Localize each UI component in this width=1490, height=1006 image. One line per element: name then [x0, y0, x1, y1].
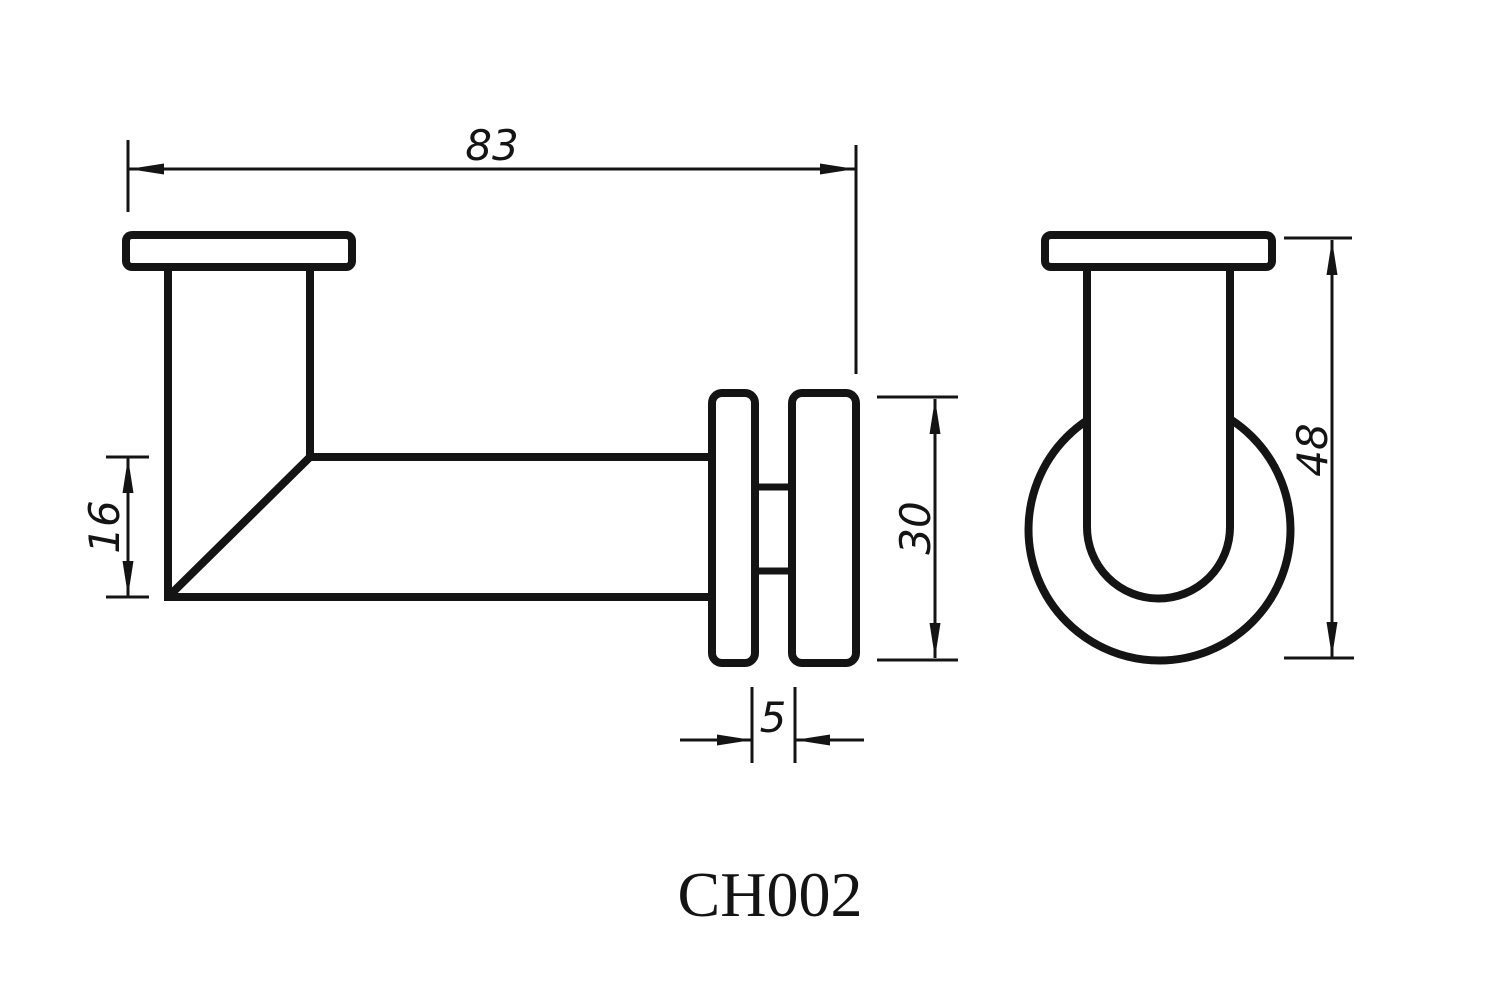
dim-glass-gap-value: 5 — [760, 693, 787, 742]
front-view — [1024, 231, 1295, 665]
arrowhead-up — [929, 399, 941, 434]
arrowhead-down — [1326, 622, 1338, 657]
front-view-arm-tube — [1083, 267, 1234, 603]
side-view-wall-flange — [122, 231, 356, 271]
front-view-wall-flange — [1041, 231, 1276, 271]
arrowhead-left — [129, 163, 164, 175]
part-number-label: CH002 — [678, 859, 863, 930]
side-view-arm-top-contour — [306, 267, 716, 461]
arrowhead-right — [717, 734, 752, 746]
arrowhead-right — [820, 163, 855, 175]
side-view-arm-diagonal-edge — [165, 454, 313, 600]
arrowhead-down — [122, 561, 134, 596]
dim-arm-drop: 16 — [80, 455, 149, 599]
arrowhead-up — [122, 458, 134, 493]
side-view — [122, 231, 860, 667]
arrowhead-up — [1326, 240, 1338, 275]
dim-clamp-height: 30 — [877, 395, 958, 662]
dim-overall-length: 83 — [126, 121, 858, 374]
side-view-arm-bottom-contour — [164, 267, 716, 601]
clamp-inner-plate — [708, 389, 759, 667]
arrowhead-down — [929, 623, 941, 658]
clamp-outer-plate — [788, 389, 860, 667]
dim-overall-height-value: 48 — [1288, 423, 1337, 476]
dim-overall-length-value: 83 — [465, 121, 518, 170]
dim-glass-gap: 5 — [680, 687, 864, 763]
dim-overall-height: 48 — [1284, 236, 1354, 660]
dim-arm-drop-value: 16 — [80, 500, 129, 553]
dim-clamp-height-value: 30 — [891, 501, 940, 554]
arrowhead-left — [795, 734, 830, 746]
